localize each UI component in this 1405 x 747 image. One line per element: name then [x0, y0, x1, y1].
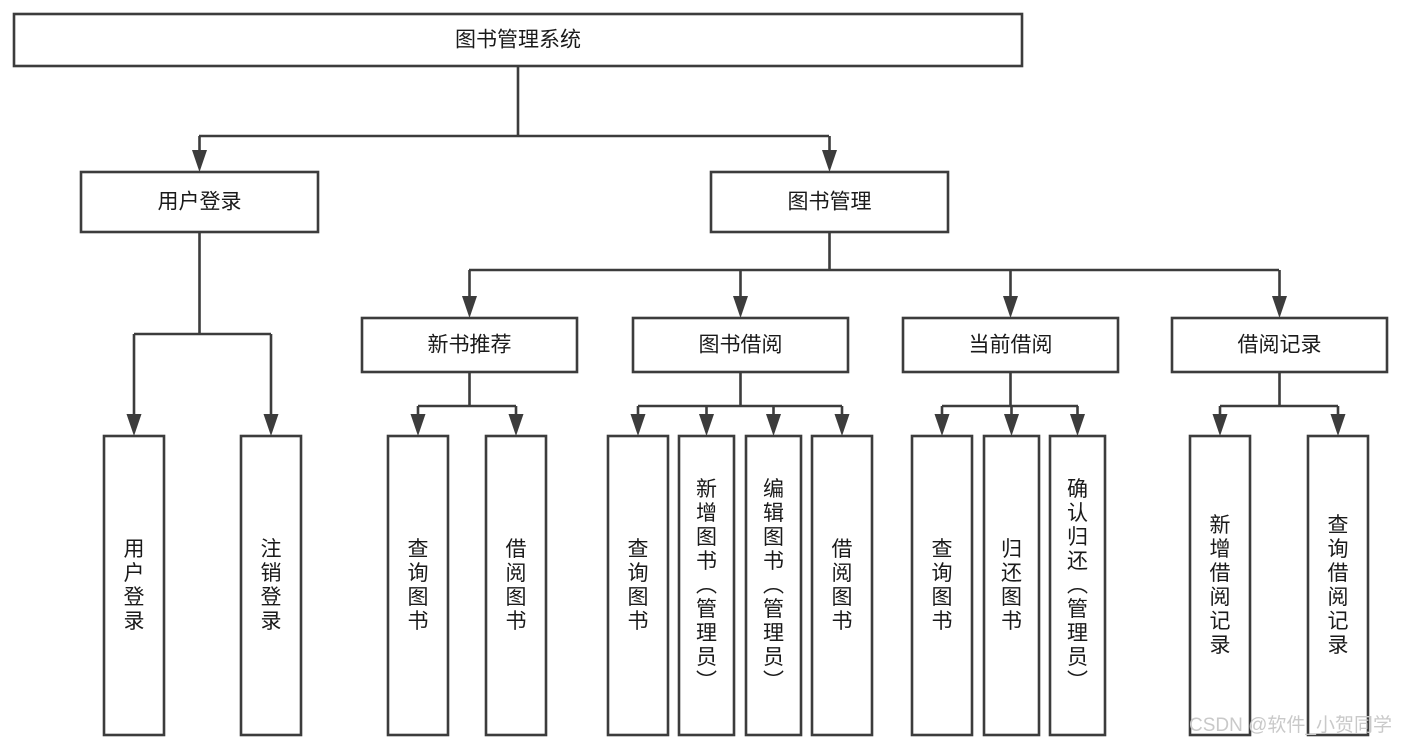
node-label-new-book-recommend: 新书推荐 [428, 334, 512, 357]
node-leaf-add-record[interactable]: 新增借阅记录 [1188, 434, 1252, 737]
watermark-label: CSDN @软件_小贺同学 [1189, 714, 1392, 736]
node-label-current-borrow: 当前借阅 [969, 334, 1053, 357]
node-leaf-query-book-2[interactable]: 查询图书 [606, 434, 670, 737]
node-box-leaf-user-logout [239, 434, 303, 737]
node-current-borrow[interactable]: 当前借阅 [901, 316, 1120, 374]
node-leaf-query-record[interactable]: 查询借阅记录 [1306, 434, 1370, 737]
node-box-book-borrow [631, 316, 850, 374]
node-box-borrow-record [1170, 316, 1389, 374]
arrowhead-leaf-edit-book [766, 414, 781, 436]
node-box-leaf-query-book-2 [606, 434, 670, 737]
node-label-leaf-edit-book: 编辑图书︵管理员︶ [763, 478, 784, 693]
node-box-current-borrow [901, 316, 1120, 374]
node-box-leaf-user-login [102, 434, 166, 737]
node-box-leaf-borrow-book-1 [484, 434, 548, 737]
arrowhead-leaf-query-record [1330, 414, 1346, 436]
node-label-root: 图书管理系统 [455, 29, 581, 52]
node-new-book-recommend[interactable]: 新书推荐 [360, 316, 579, 374]
node-box-user-login [79, 170, 320, 234]
node-box-leaf-add-book [677, 434, 736, 737]
node-label-leaf-add-record: 新增借阅记录 [1210, 514, 1231, 657]
arrowhead-leaf-query-book-2 [630, 414, 646, 436]
arrowhead-leaf-borrow-book-2 [834, 414, 850, 436]
arrowhead-leaf-user-login [126, 414, 142, 436]
node-leaf-edit-book[interactable]: 编辑图书︵管理员︶ [744, 434, 803, 737]
node-book-manage[interactable]: 图书管理 [709, 170, 950, 234]
node-box-leaf-edit-book [744, 434, 803, 737]
nodes-layer: 图书管理系统用户登录图书管理新书推荐图书借阅当前借阅借阅记录用户登录注销登录查询… [12, 12, 1389, 737]
node-leaf-return-book[interactable]: 归还图书 [982, 434, 1041, 737]
node-label-book-manage: 图书管理 [788, 191, 872, 214]
node-book-borrow[interactable]: 图书借阅 [631, 316, 850, 374]
node-label-leaf-query-book-2: 查询图书 [628, 538, 649, 633]
node-root[interactable]: 图书管理系统 [12, 12, 1024, 68]
node-label-leaf-query-book-1: 查询图书 [408, 538, 429, 633]
arrowhead-borrow-record [1272, 296, 1287, 318]
node-label-leaf-confirm-return: 确认归还︵管理员︶ [1067, 478, 1088, 693]
arrowhead-leaf-add-book [699, 414, 714, 436]
node-leaf-user-login[interactable]: 用户登录 [102, 434, 166, 737]
arrowhead-leaf-query-book-1 [410, 414, 426, 436]
arrowhead-book-manage [822, 150, 837, 172]
node-box-leaf-add-record [1188, 434, 1252, 737]
node-box-leaf-query-book-3 [910, 434, 974, 737]
node-label-leaf-add-book: 新增图书︵管理员︶ [696, 478, 717, 693]
node-box-leaf-confirm-return [1048, 434, 1107, 737]
node-box-leaf-borrow-book-2 [810, 434, 874, 737]
node-leaf-query-book-1[interactable]: 查询图书 [386, 434, 450, 737]
node-leaf-confirm-return[interactable]: 确认归还︵管理员︶ [1048, 434, 1107, 737]
arrowhead-leaf-user-logout [263, 414, 279, 436]
node-label-book-borrow: 图书借阅 [699, 334, 783, 357]
arrowhead-book-borrow [733, 296, 748, 318]
node-leaf-borrow-book-2[interactable]: 借阅图书 [810, 434, 874, 737]
arrowhead-leaf-add-record [1212, 414, 1228, 436]
node-label-leaf-borrow-book-1: 借阅图书 [506, 538, 527, 633]
node-label-borrow-record: 借阅记录 [1238, 334, 1322, 357]
arrowhead-leaf-return-book [1004, 414, 1019, 436]
node-box-new-book-recommend [360, 316, 579, 374]
connectors-layer [126, 66, 1346, 436]
node-box-leaf-query-record [1306, 434, 1370, 737]
node-label-leaf-query-book-3: 查询图书 [932, 538, 953, 633]
arrowhead-new-book-recommend [462, 296, 477, 318]
node-label-user-login: 用户登录 [158, 191, 242, 214]
arrowhead-current-borrow [1003, 296, 1018, 318]
node-label-leaf-user-logout: 注销登录 [261, 538, 282, 633]
node-leaf-borrow-book-1[interactable]: 借阅图书 [484, 434, 548, 737]
node-user-login[interactable]: 用户登录 [79, 170, 320, 234]
node-label-leaf-return-book: 归还图书 [1001, 538, 1022, 633]
node-label-leaf-user-login: 用户登录 [124, 538, 145, 633]
node-box-leaf-return-book [982, 434, 1041, 737]
node-leaf-query-book-3[interactable]: 查询图书 [910, 434, 974, 737]
arrowhead-leaf-query-book-3 [934, 414, 950, 436]
node-leaf-user-logout[interactable]: 注销登录 [239, 434, 303, 737]
node-leaf-add-book[interactable]: 新增图书︵管理员︶ [677, 434, 736, 737]
node-box-leaf-query-book-1 [386, 434, 450, 737]
node-label-leaf-query-record: 查询借阅记录 [1328, 514, 1349, 657]
arrowhead-leaf-borrow-book-1 [508, 414, 524, 436]
arrowhead-leaf-confirm-return [1070, 414, 1085, 436]
node-box-root [12, 12, 1024, 68]
arrowhead-user-login [192, 150, 207, 172]
node-borrow-record[interactable]: 借阅记录 [1170, 316, 1389, 374]
node-label-leaf-borrow-book-2: 借阅图书 [832, 538, 853, 633]
node-box-book-manage [709, 170, 950, 234]
